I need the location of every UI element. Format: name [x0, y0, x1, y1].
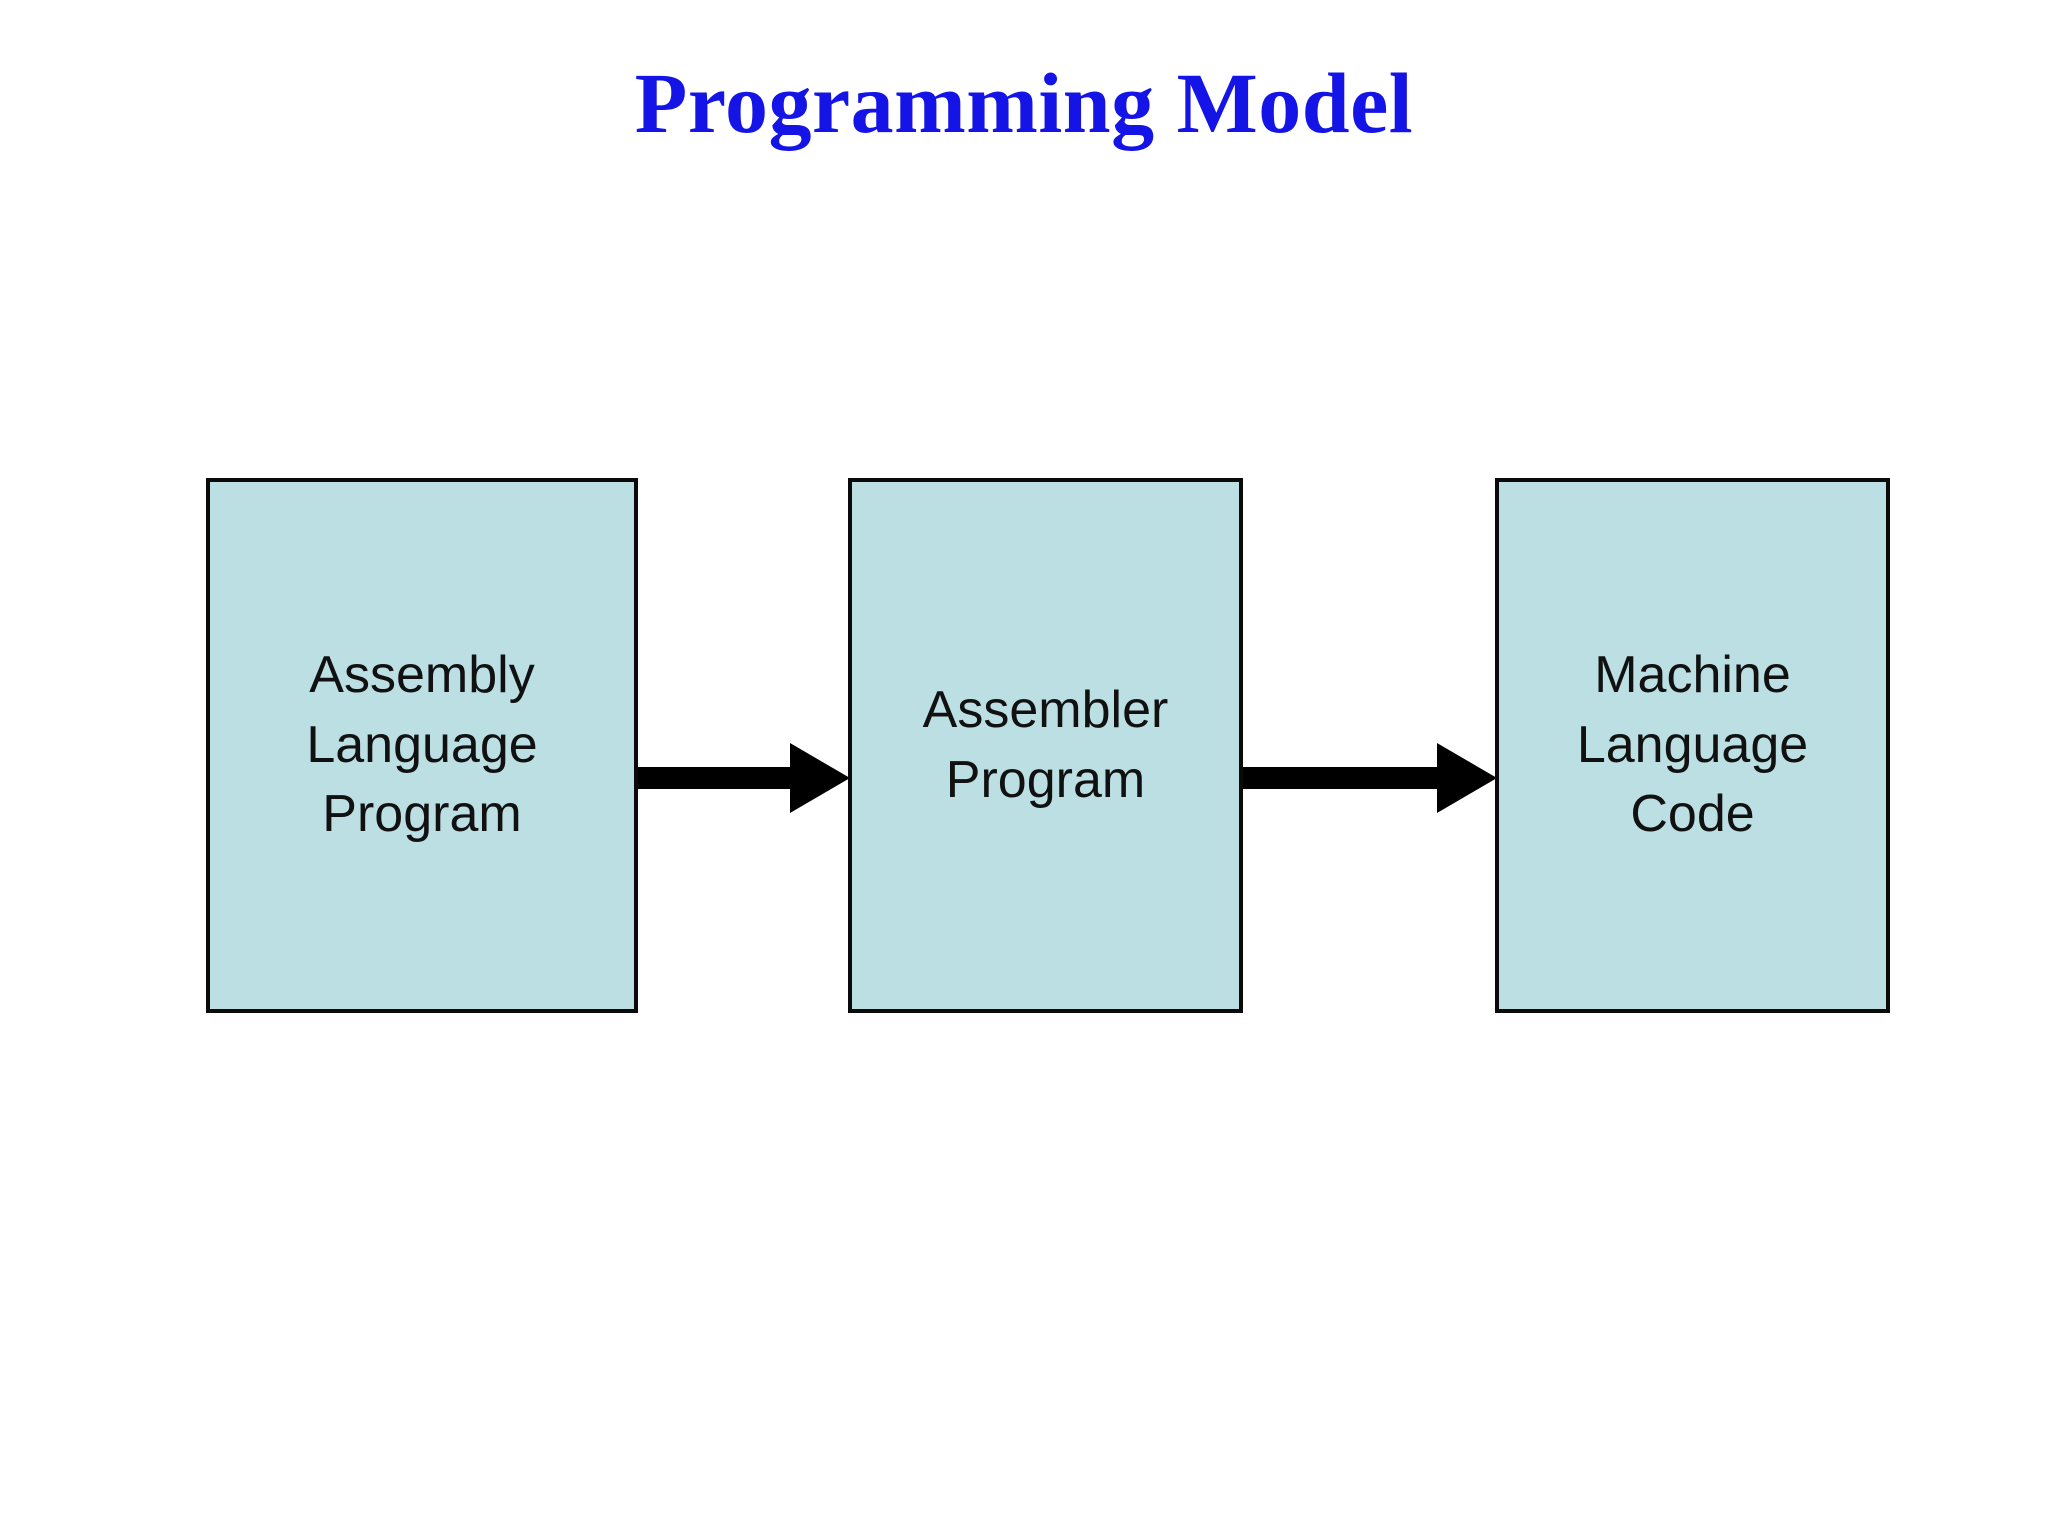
flow-node-label-line: Assembly: [309, 645, 535, 704]
flow-node-label-line: Program: [322, 785, 522, 844]
flow-node-label-line: Code: [1630, 785, 1755, 844]
flow-node-label-line: Machine: [1594, 645, 1791, 704]
flow-node-assembler-program[interactable]: Assembler Program: [848, 478, 1243, 1013]
page-title: Programming Model: [634, 55, 1414, 151]
flow-arrow-assembly-to-assembler: [638, 735, 850, 821]
flow-node-machine-language-code[interactable]: Machine Language Code: [1495, 478, 1890, 1013]
flow-arrow-assembler-to-machine: [1243, 735, 1497, 821]
flow-node-label-line: Language: [1576, 715, 1809, 774]
flow-node-label-line: Assembler: [922, 680, 1169, 739]
flow-node-label-line: Program: [945, 750, 1146, 809]
flow-node-assembly-language-program[interactable]: Assembly Language Program: [206, 478, 638, 1013]
flow-node-label-line: Language: [306, 715, 538, 774]
